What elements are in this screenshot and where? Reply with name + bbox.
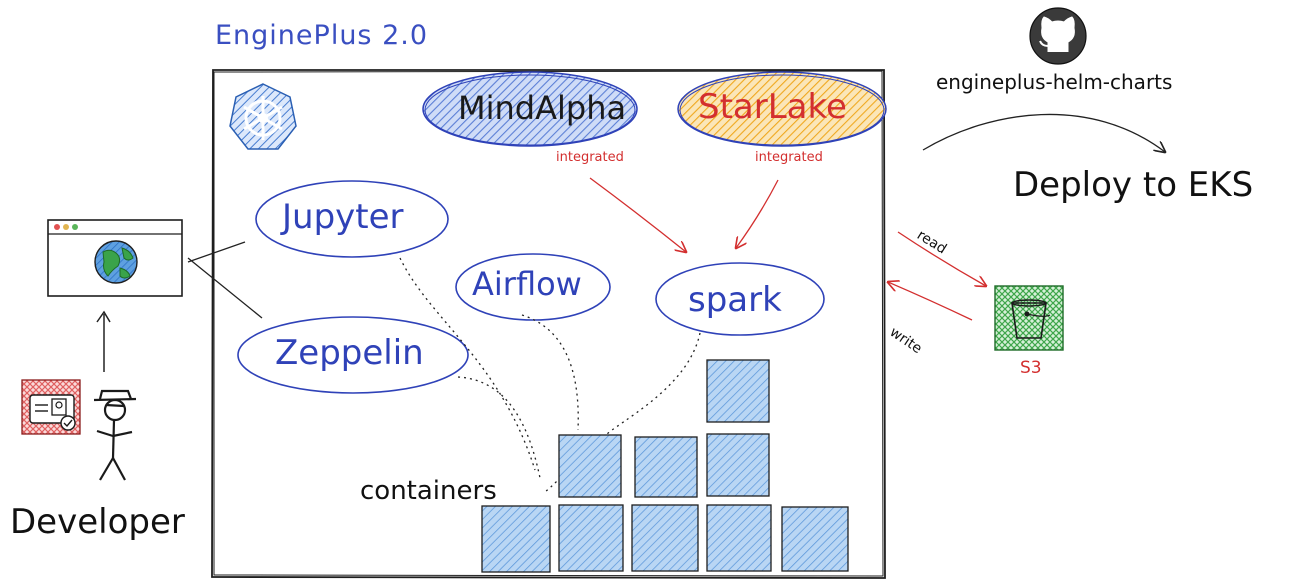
spark-node	[655, 262, 825, 336]
container-block	[706, 504, 772, 572]
deploy-arrow	[922, 113, 1165, 152]
s3-bucket-icon	[994, 285, 1064, 351]
mindalpha-integrated-label: integrated	[556, 150, 624, 165]
container-block	[634, 436, 698, 498]
containers-label: containers	[360, 476, 497, 506]
starlake-label: StarLake	[698, 87, 847, 127]
container-block	[558, 434, 622, 498]
diagram-title: EnginePlus 2.0	[215, 20, 429, 51]
container-block	[481, 505, 551, 573]
deploy-label: Deploy to EKS	[1013, 165, 1254, 205]
container-block	[706, 433, 770, 497]
airflow-label: Airflow	[472, 265, 582, 303]
github-icon	[1029, 7, 1087, 65]
zeppelin-node	[237, 316, 469, 394]
mindalpha-label: MindAlpha	[458, 89, 627, 127]
jupyter-node	[255, 180, 449, 258]
starlake-node	[677, 71, 887, 147]
engineplus-frame	[211, 69, 886, 579]
kubernetes-icon	[229, 83, 297, 150]
s3-label: S3	[1020, 358, 1042, 378]
starlake-integrated-label: integrated	[755, 150, 823, 165]
helm-charts-label: engineplus-helm-charts	[936, 70, 1173, 94]
write-arrow	[888, 282, 973, 321]
container-block	[558, 504, 624, 572]
zeppelin-label: Zeppelin	[275, 333, 424, 373]
container-links	[399, 257, 701, 493]
container-block	[631, 504, 699, 572]
stick-figure-icon	[93, 389, 137, 481]
browser-links	[187, 241, 263, 319]
containers-stack	[481, 359, 849, 573]
starlake-to-spark-arrow	[736, 179, 779, 248]
developer-to-browser-arrow	[96, 310, 111, 372]
globe-icon	[94, 240, 138, 284]
mindalpha-to-spark-arrow	[589, 177, 686, 252]
mindalpha-node	[422, 71, 638, 147]
container-block	[781, 506, 849, 572]
container-block	[706, 359, 770, 423]
jupyter-label: Jupyter	[282, 197, 404, 237]
read-arrow	[897, 231, 986, 286]
spark-label: spark	[688, 280, 782, 320]
developer-label: Developer	[10, 502, 185, 542]
id-badge-icon	[21, 379, 81, 435]
